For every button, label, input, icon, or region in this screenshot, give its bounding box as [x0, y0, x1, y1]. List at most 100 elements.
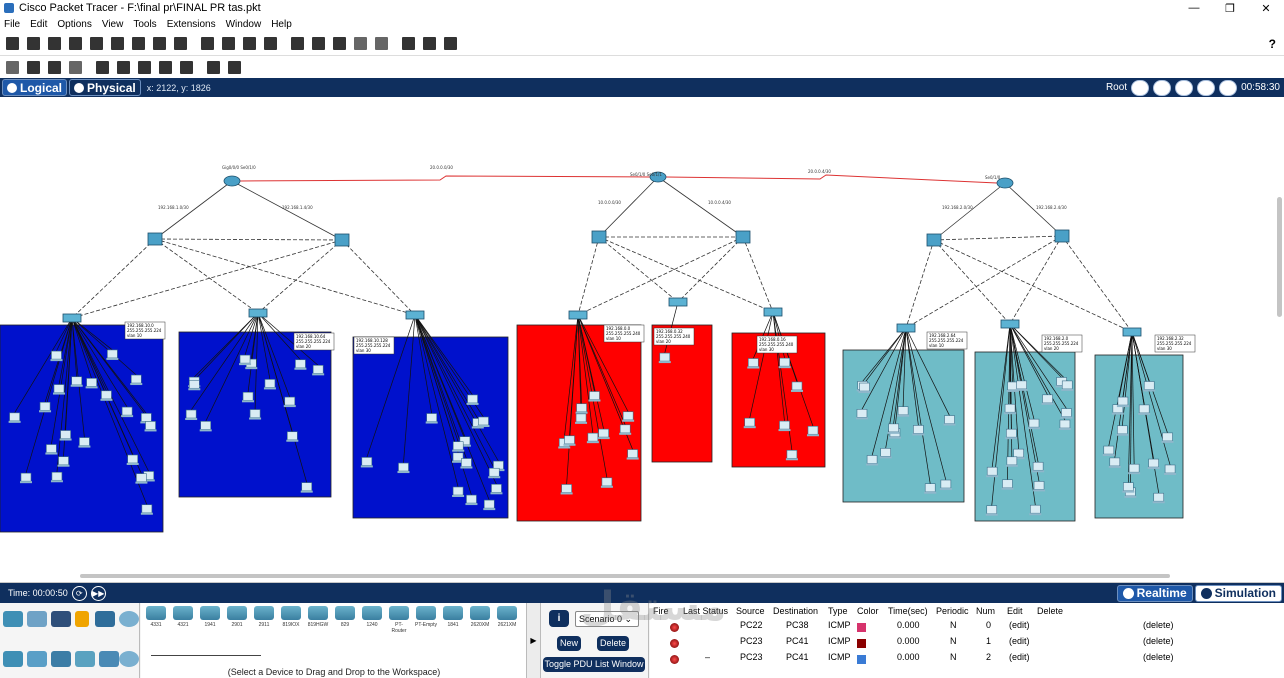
- multilayer-switch-icon[interactable]: [591, 230, 607, 244]
- pc-icon[interactable]: [747, 358, 759, 367]
- pc-icon[interactable]: [294, 367, 307, 370]
- pc-icon[interactable]: [1041, 402, 1054, 405]
- set-tiled-background-icon[interactable]: [1197, 79, 1216, 96]
- pc-icon[interactable]: [1001, 487, 1014, 490]
- pc-icon[interactable]: [57, 464, 70, 467]
- device-model-1240[interactable]: 1240: [361, 606, 383, 628]
- viewport-icon[interactable]: [1219, 79, 1238, 96]
- network-info-icon[interactable]: [132, 37, 145, 50]
- pc-icon[interactable]: [747, 366, 760, 369]
- pc-icon[interactable]: [943, 423, 956, 426]
- resize-shape-icon[interactable]: [69, 60, 82, 74]
- pc-icon[interactable]: [1033, 481, 1045, 490]
- multiuser-icon[interactable]: [119, 611, 139, 627]
- pc-icon[interactable]: [461, 458, 472, 467]
- pc-icon[interactable]: [1013, 448, 1024, 458]
- pc-icon[interactable]: [598, 428, 609, 438]
- pc-icon[interactable]: [575, 421, 588, 424]
- device-model-2620xm[interactable]: 2620XM: [469, 606, 491, 628]
- pc-icon[interactable]: [597, 437, 610, 440]
- pc-icon[interactable]: [1108, 465, 1121, 468]
- pc-icon[interactable]: [1005, 437, 1018, 440]
- drawing-palette-icon[interactable]: [354, 37, 367, 50]
- maximize-button[interactable]: ❐: [1225, 2, 1235, 15]
- pc-icon[interactable]: [361, 457, 373, 466]
- pc-icon[interactable]: [135, 481, 148, 484]
- menu-window[interactable]: Window: [225, 18, 262, 30]
- pc-icon[interactable]: [312, 373, 325, 376]
- pc-icon[interactable]: [264, 379, 276, 388]
- pc-icon[interactable]: [242, 400, 255, 403]
- pc-icon[interactable]: [790, 389, 803, 392]
- pc-icon[interactable]: [189, 379, 200, 389]
- delete-scenario-button[interactable]: Delete: [597, 636, 629, 651]
- scenario-select[interactable]: Scenario 0 ⌄: [575, 611, 639, 627]
- pc-icon[interactable]: [626, 457, 639, 460]
- device-model-4321[interactable]: 4321: [172, 606, 194, 628]
- pc-icon[interactable]: [627, 449, 638, 458]
- access-switch-icon[interactable]: [405, 310, 425, 320]
- pc-icon[interactable]: [20, 472, 32, 482]
- delete-link[interactable]: (delete): [1143, 620, 1174, 630]
- pc-icon[interactable]: [791, 381, 803, 391]
- pc-icon[interactable]: [586, 441, 599, 444]
- pc-icon[interactable]: [743, 426, 756, 429]
- pc-icon[interactable]: [1138, 404, 1150, 414]
- topology-diagram[interactable]: 20.0.0.0/30 20.0.0.4/30 Gig0/0/0 Se0/1/0…: [0, 97, 1284, 583]
- pc-icon[interactable]: [1117, 396, 1129, 406]
- access-switch-icon[interactable]: [668, 297, 688, 307]
- pc-icon[interactable]: [188, 388, 201, 391]
- triangle-icon[interactable]: [174, 37, 187, 50]
- router-icon[interactable]: [996, 177, 1014, 189]
- pc-icon[interactable]: [785, 458, 798, 461]
- pc-icon[interactable]: [100, 398, 113, 401]
- access-switch-icon[interactable]: [248, 308, 268, 318]
- pc-icon[interactable]: [426, 413, 437, 422]
- fire-icon[interactable]: [670, 655, 679, 664]
- pc-icon[interactable]: [185, 418, 198, 421]
- pc-icon[interactable]: [185, 409, 197, 419]
- wireless-devices-icon[interactable]: [75, 651, 95, 667]
- pc-icon[interactable]: [79, 437, 90, 446]
- move-object-icon[interactable]: [1175, 79, 1194, 96]
- pc-icon[interactable]: [106, 357, 119, 360]
- custom-devices-dialog-icon[interactable]: [375, 37, 388, 50]
- pc-icon[interactable]: [564, 435, 575, 445]
- menu-options[interactable]: Options: [57, 18, 92, 30]
- pc-icon[interactable]: [467, 394, 478, 404]
- device-model-2901[interactable]: 2901: [226, 606, 248, 628]
- table-row[interactable]: – PC23 PC41 ICMP 0.000 N 2 (edit) (delet…: [650, 652, 1284, 667]
- add-complex-pdu-icon[interactable]: [228, 60, 241, 74]
- pc-icon[interactable]: [1128, 463, 1140, 473]
- pc-icon[interactable]: [249, 417, 262, 420]
- pc-icon[interactable]: [45, 452, 58, 455]
- pc-icon[interactable]: [199, 429, 212, 432]
- fire-icon[interactable]: [670, 623, 679, 632]
- pc-icon[interactable]: [1116, 405, 1129, 408]
- device-model-4331[interactable]: 4331: [145, 606, 167, 628]
- pc-icon[interactable]: [986, 466, 998, 476]
- pc-icon[interactable]: [939, 488, 952, 491]
- pc-icon[interactable]: [1143, 381, 1155, 390]
- pc-icon[interactable]: [488, 467, 500, 477]
- pc-icon[interactable]: [866, 463, 879, 466]
- pc-icon[interactable]: [1143, 389, 1156, 392]
- menu-view[interactable]: View: [101, 18, 124, 30]
- multilayer-switch-icon[interactable]: [147, 232, 163, 246]
- pc-icon[interactable]: [879, 456, 892, 459]
- pc-icon[interactable]: [425, 421, 438, 424]
- pc-icon[interactable]: [1061, 388, 1074, 391]
- pc-icon[interactable]: [1004, 403, 1016, 413]
- custom-device-icon[interactable]: [153, 37, 166, 50]
- multilayer-switch-icon[interactable]: [1054, 229, 1070, 243]
- pc-icon[interactable]: [1058, 428, 1071, 431]
- delete-icon[interactable]: [48, 60, 61, 74]
- pc-icon[interactable]: [1012, 457, 1025, 460]
- pc-icon[interactable]: [1028, 418, 1040, 428]
- pc-icon[interactable]: [483, 499, 495, 509]
- pc-icon[interactable]: [1033, 489, 1046, 492]
- pc-icon[interactable]: [71, 376, 82, 386]
- access-switch-icon[interactable]: [568, 310, 588, 320]
- pc-icon[interactable]: [477, 425, 490, 428]
- pc-icon[interactable]: [778, 366, 791, 369]
